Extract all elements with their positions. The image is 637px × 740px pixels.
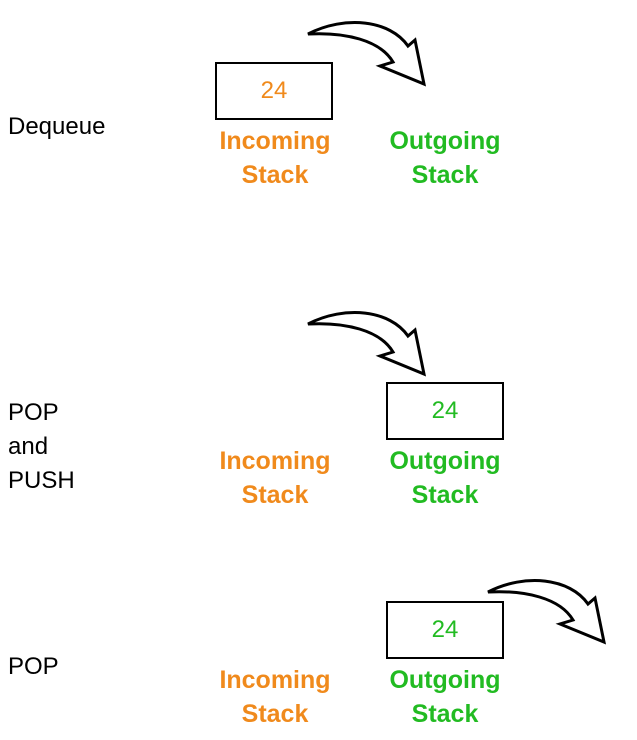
incoming-stack-label: Incoming Stack bbox=[219, 447, 331, 509]
outgoing-stack-label: Outgoing Stack bbox=[389, 127, 501, 189]
outgoing-stack-element: 24 bbox=[386, 382, 504, 440]
incoming-stack-label: Incoming Stack bbox=[219, 666, 331, 728]
outgoing-stack-label: Outgoing Stack bbox=[389, 666, 501, 728]
curved-arrow-icon bbox=[307, 311, 427, 377]
curved-arrow-icon bbox=[307, 21, 427, 87]
step-label-pop-and-push: POP and PUSH bbox=[8, 399, 75, 494]
outgoing-stack-element: 24 bbox=[386, 601, 504, 659]
outgoing-stack-label: Outgoing Stack bbox=[389, 447, 501, 509]
curved-arrow-icon bbox=[487, 579, 607, 645]
step-label-pop: POP bbox=[8, 653, 59, 680]
incoming-stack-label: Incoming Stack bbox=[219, 127, 331, 189]
incoming-stack-element: 24 bbox=[215, 62, 333, 120]
step-label-dequeue: Dequeue bbox=[8, 113, 106, 140]
